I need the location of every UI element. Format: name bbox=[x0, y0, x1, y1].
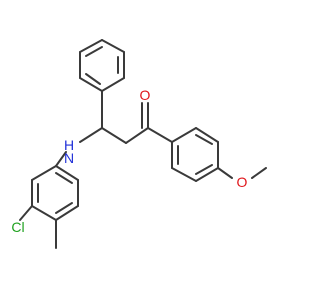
bond bbox=[55, 172, 73, 184]
bond bbox=[79, 39, 103, 53]
molecule-drawing: O H N Cl O bbox=[11, 39, 267, 249]
bond bbox=[55, 165, 79, 181]
atom-labels: O H N Cl O bbox=[11, 87, 247, 235]
bond bbox=[195, 134, 213, 145]
bond bbox=[79, 77, 103, 92]
bond bbox=[55, 205, 79, 221]
amine-hydrogen-label: H bbox=[64, 137, 74, 153]
bond bbox=[19, 205, 33, 221]
bond bbox=[101, 77, 125, 92]
bond bbox=[125, 127, 149, 144]
structure-canvas: O H N Cl O bbox=[11, 39, 267, 249]
bond bbox=[31, 165, 57, 181]
bond bbox=[195, 164, 213, 175]
carbonyl-oxygen-label: O bbox=[140, 87, 151, 103]
bond bbox=[195, 167, 219, 182]
bond bbox=[101, 127, 127, 144]
bond bbox=[31, 205, 57, 221]
bond bbox=[85, 73, 101, 85]
methoxy-oxygen-label: O bbox=[237, 174, 248, 190]
chlorine-label: Cl bbox=[11, 219, 24, 235]
bond bbox=[171, 167, 197, 182]
bond bbox=[85, 46, 103, 57]
bonds bbox=[19, 39, 267, 249]
bond bbox=[55, 151, 67, 167]
bond bbox=[79, 127, 103, 143]
bond bbox=[195, 127, 219, 143]
bond bbox=[217, 167, 233, 179]
bond bbox=[101, 39, 125, 53]
bond bbox=[55, 202, 73, 214]
bond bbox=[251, 167, 267, 179]
bond bbox=[147, 127, 173, 143]
bond bbox=[171, 127, 197, 143]
amine-nitrogen-label: N bbox=[64, 150, 74, 166]
